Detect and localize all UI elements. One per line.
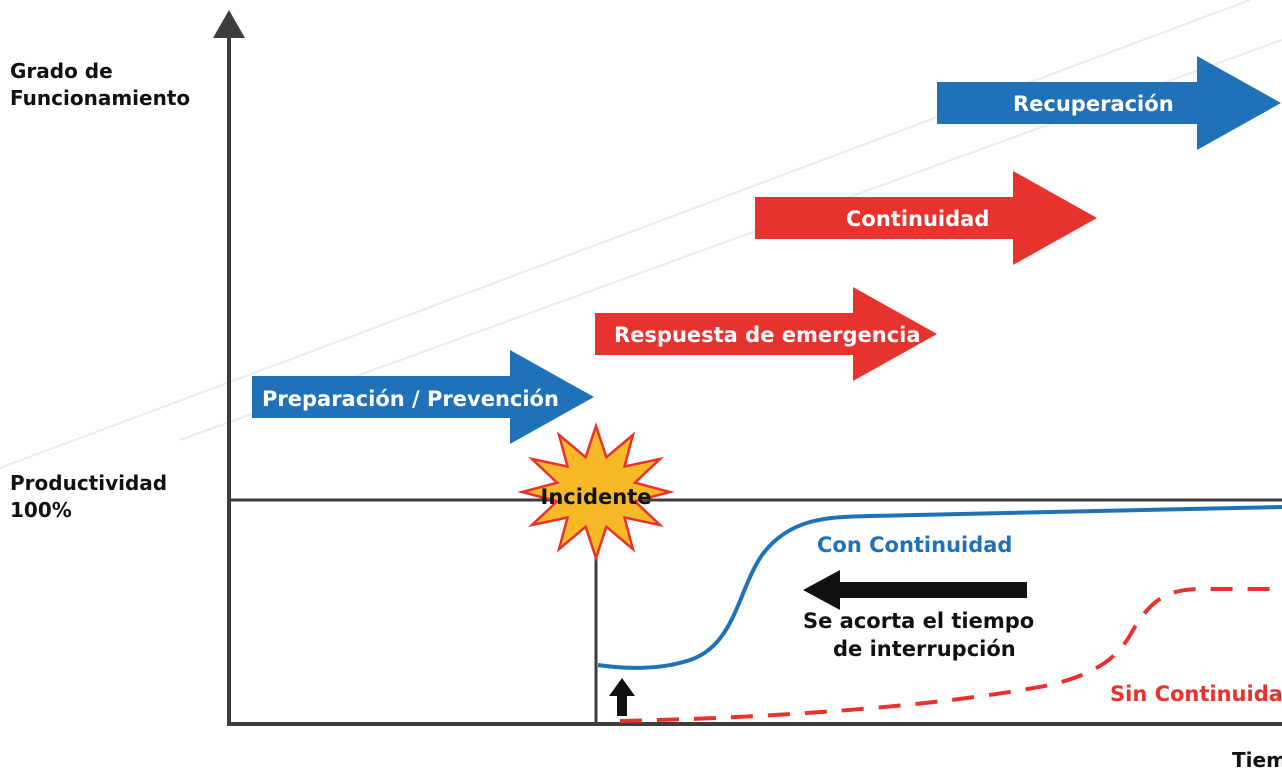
annotation-line2: de interrupción <box>833 637 1016 661</box>
faint-diagonal-line <box>0 0 1251 469</box>
phase-arrow-recovery: Recuperación <box>937 56 1281 150</box>
incident-label: Incidente <box>541 485 652 509</box>
phase-label: Recuperación <box>1013 92 1174 116</box>
without-continuity-curve <box>619 587 1282 723</box>
incident-starburst: Incidente <box>517 422 675 562</box>
with-continuity-label: Con Continuidad <box>817 533 1012 557</box>
up-arrow-icon <box>609 678 635 716</box>
phase-arrow-preparation: Preparación / Prevención <box>252 350 594 444</box>
phase-label: Preparación / Prevención <box>262 387 559 411</box>
phase-arrow-continuity: Continuidad <box>755 171 1097 265</box>
without-continuity-label: Sin Continuidad <box>1110 682 1282 706</box>
y-axis-label-line2: Funcionamiento <box>10 86 190 110</box>
productivity-label-line2: 100% <box>10 498 72 522</box>
y-axis-arrowhead <box>213 10 245 38</box>
productivity-label-line1: Productividad <box>10 471 167 495</box>
phase-arrow-emergency-response: Respuesta de emergencia <box>595 287 937 381</box>
with-continuity-curve <box>597 505 1282 670</box>
left-arrow-icon <box>803 570 1027 610</box>
y-axis-label-line1: Grado de <box>10 59 113 83</box>
annotation-line1: Se acorta el tiempo <box>803 609 1034 633</box>
phase-label: Respuesta de emergencia <box>614 323 921 347</box>
phase-label: Continuidad <box>846 207 989 231</box>
x-axis-label: Tiempo <box>1232 748 1282 770</box>
